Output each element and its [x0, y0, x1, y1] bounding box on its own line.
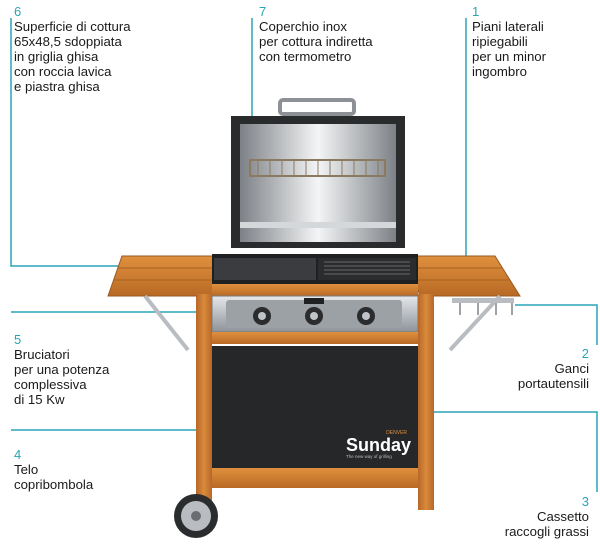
callout-line: per cottura indiretta: [259, 34, 373, 49]
callout-line: per una potenza: [14, 362, 110, 377]
callout-line: Cassetto: [536, 509, 589, 524]
grill-badge: [304, 298, 324, 304]
callout-line: con roccia lavica: [14, 64, 112, 79]
callout-3-grease-drawer: 3 Cassetto raccogli grassi: [504, 494, 589, 540]
callout-line: Telo: [14, 462, 39, 477]
callout-line: per un minor: [472, 49, 547, 64]
callout-line: con termometro: [259, 49, 352, 64]
callout-line: complessiva: [14, 377, 87, 392]
callout-number: 1: [472, 4, 480, 19]
callout-line: ripiegabili: [472, 34, 528, 49]
callout-number: 4: [14, 447, 22, 462]
callout-5-burners: 5 Bruciatori per una potenza complessiva…: [14, 332, 110, 408]
callout-line: ingombro: [472, 64, 527, 79]
callout-line: Superficie di cottura: [14, 19, 131, 34]
cart-body: [196, 294, 434, 510]
callout-2-utensil-hooks: 2 Ganci portautensili: [517, 346, 589, 392]
lid: [231, 98, 405, 248]
callout-7-lid: 7 Coperchio inox per cottura indiretta c…: [259, 4, 373, 65]
callout-number: 6: [14, 4, 22, 19]
callout-line: e piastra ghisa: [14, 79, 100, 94]
callout-number: 2: [581, 346, 589, 361]
brand-tagline: The new way of grilling: [346, 454, 392, 459]
callout-line: copribombola: [14, 477, 94, 492]
callout-line: Piani laterali: [472, 19, 544, 34]
callout-number: 7: [259, 4, 267, 19]
callout-4-tank-cover: 4 Telo copribombola: [14, 447, 94, 493]
brand-badge: DENVER: [386, 430, 408, 436]
callout-line: in griglia ghisa: [14, 49, 99, 64]
callout-number: 5: [14, 332, 22, 347]
callout-line: portautensili: [517, 376, 589, 391]
brand-logo: DENVER Sunday The new way of grilling: [346, 430, 411, 459]
control-panel: [211, 284, 419, 340]
left-shelf: [107, 255, 227, 352]
callout-number: 3: [581, 494, 589, 509]
callout-line: di 15 Kw: [14, 392, 65, 407]
callout-line: Ganci: [554, 361, 589, 376]
callout-line: 65x48,5 sdoppiata: [14, 34, 122, 49]
callout-1-side-shelves: 1 Piani laterali ripiegabili per un mino…: [472, 4, 547, 80]
right-shelf: [405, 255, 521, 352]
wheel: [174, 494, 218, 538]
callout-line: raccogli grassi: [504, 524, 589, 539]
brand-name: Sunday: [346, 435, 412, 455]
callout-line: Bruciatori: [14, 347, 70, 362]
callout-line: Coperchio inox: [259, 19, 347, 34]
cooking-surface: [212, 254, 418, 284]
callout-6-cooking-surface: 6 Superficie di cottura 65x48,5 sdoppiat…: [14, 4, 131, 95]
